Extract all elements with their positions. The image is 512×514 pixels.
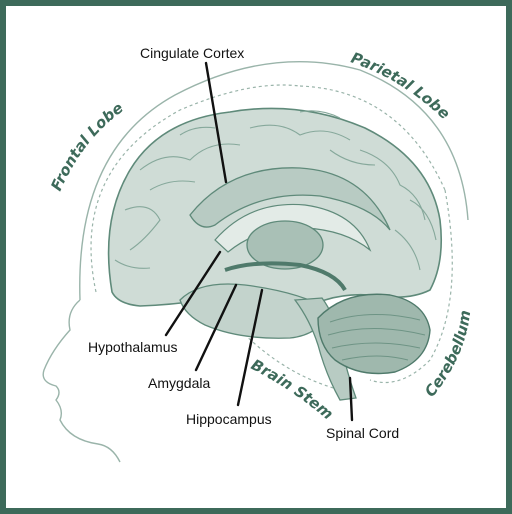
label-amygdala: Amygdala bbox=[148, 375, 210, 391]
label-hypothalamus: Hypothalamus bbox=[88, 339, 178, 355]
label-cerebellum: Cerebellum bbox=[421, 309, 474, 400]
label-spinal-cord: Spinal Cord bbox=[326, 425, 399, 441]
label-frontal-lobe: Frontal Lobe bbox=[47, 99, 126, 194]
label-parietal-lobe: Parietal Lobe bbox=[349, 49, 454, 123]
label-cingulate-cortex: Cingulate Cortex bbox=[140, 45, 244, 61]
label-hippocampus: Hippocampus bbox=[186, 411, 272, 427]
